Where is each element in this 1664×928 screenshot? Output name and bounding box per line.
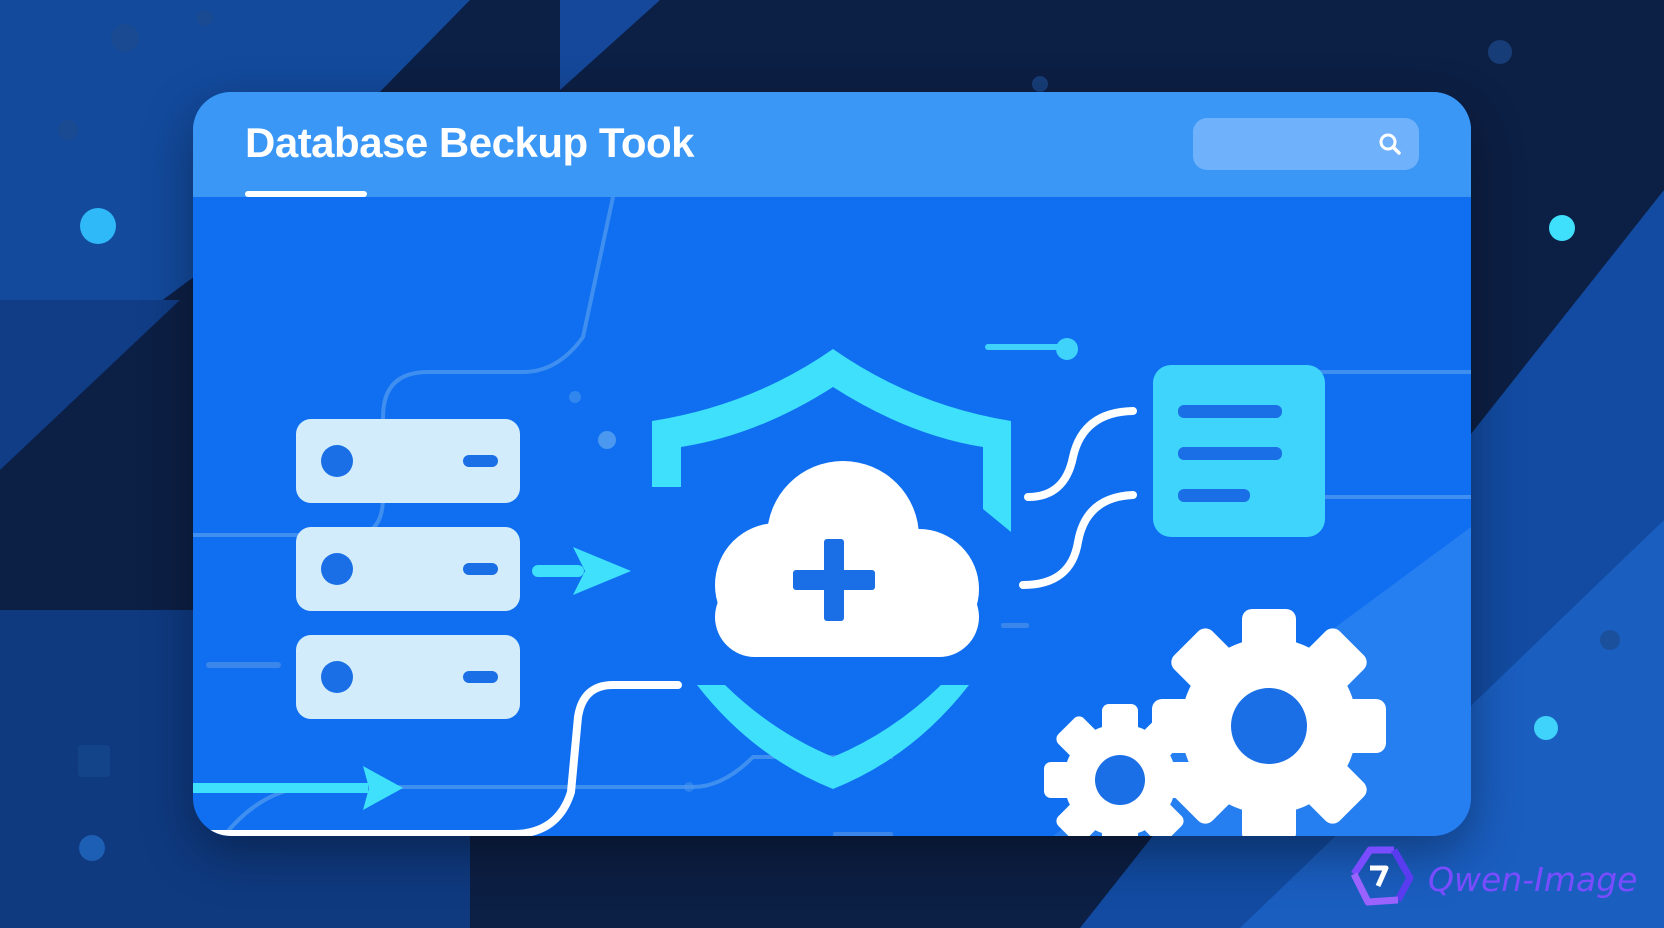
- title-bar: Database Beckup Took: [193, 92, 1471, 197]
- brand-watermark-text: Qwen-Image: [1428, 860, 1638, 899]
- cloud-plus-icon: [715, 461, 979, 657]
- decor-dash: [1001, 623, 1029, 628]
- window-title: Database Beckup Took: [245, 119, 695, 166]
- backup-illustration: [193, 197, 1471, 836]
- security-shield-icon: [652, 349, 1011, 789]
- decor-dash: [833, 832, 893, 836]
- gear-large-icon: [1152, 609, 1386, 836]
- decor-dash: [206, 662, 281, 668]
- title-underline: [245, 191, 367, 197]
- search-button[interactable]: [1193, 118, 1419, 170]
- decor-dots: [569, 391, 694, 792]
- brand-watermark: Qwen-Image: [1346, 842, 1646, 912]
- connector-node: [985, 338, 1078, 360]
- server-unit: [296, 635, 520, 719]
- server-unit: [296, 419, 520, 503]
- database-server-stack-icon: [296, 419, 520, 719]
- gear-small-icon: [1044, 704, 1196, 836]
- flow-line: [193, 681, 682, 836]
- app-window: Database Beckup Took: [193, 92, 1471, 836]
- server-unit: [296, 527, 520, 611]
- document-list-icon: [1153, 365, 1325, 537]
- arrow-right-icon: [193, 766, 403, 810]
- qwen-logo-icon: [1350, 846, 1414, 906]
- gears-icon: [1044, 609, 1386, 836]
- arrow-right-icon: [532, 547, 631, 595]
- search-icon: [1379, 133, 1401, 155]
- sync-links: [1019, 407, 1137, 589]
